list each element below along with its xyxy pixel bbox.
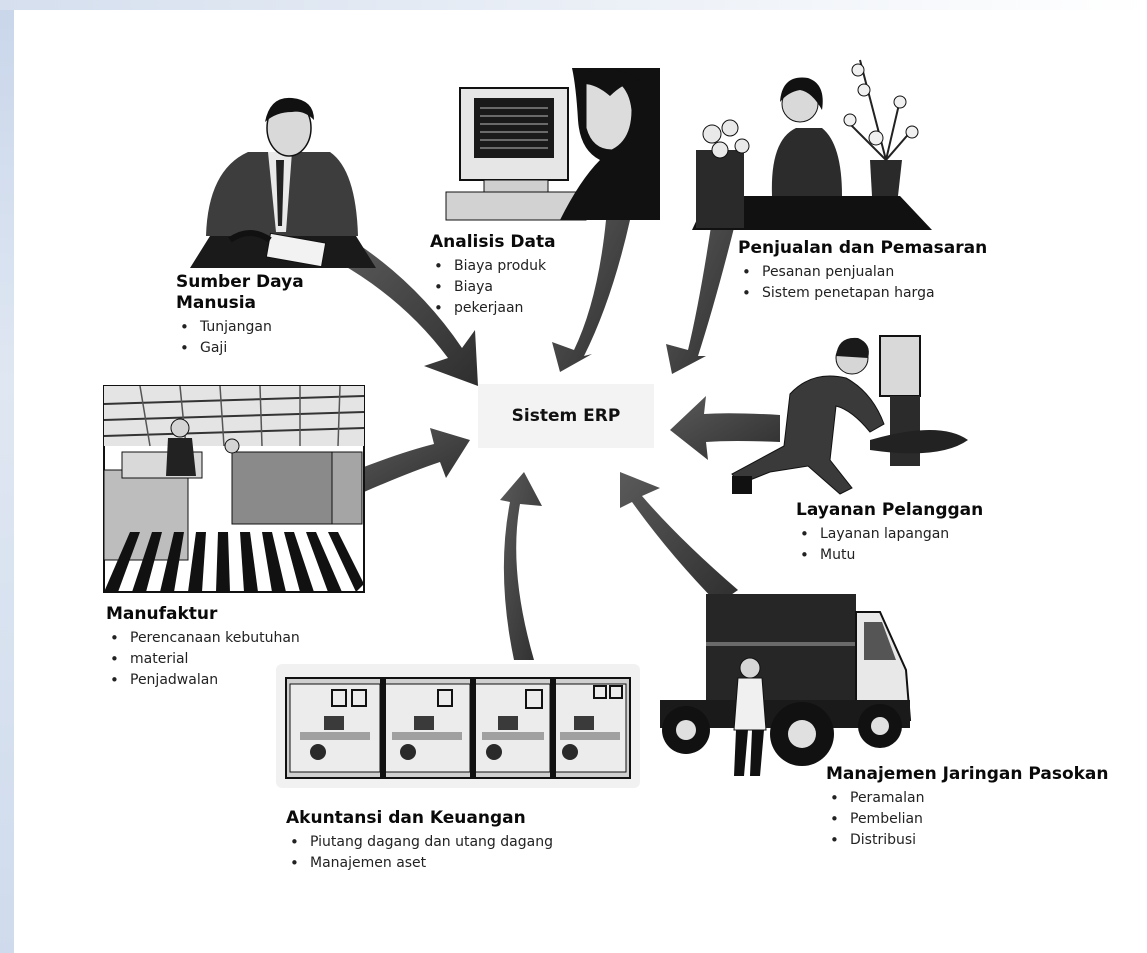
service-module: Layanan Pelanggan Layanan lapangan Mutu bbox=[796, 500, 983, 566]
accounting-module: Akuntansi dan Keuangan Piutang dagang da… bbox=[286, 808, 553, 874]
sales-items: Pesanan penjualan Sistem penetapan harga bbox=[738, 262, 987, 304]
sales-item: Pesanan penjualan bbox=[738, 262, 987, 283]
arrow-from-hr bbox=[338, 244, 478, 386]
arrow-from-supply bbox=[620, 472, 738, 604]
service-item: Layanan lapangan bbox=[796, 524, 983, 545]
data-items: Biaya produk Biaya pekerjaan bbox=[430, 256, 556, 319]
hr-item: Tunjangan bbox=[176, 317, 304, 338]
hr-illustration bbox=[190, 97, 376, 268]
supply-illustration bbox=[660, 594, 912, 776]
manufacturing-module: Manufaktur Perencanaan kebutuhan materia… bbox=[106, 604, 300, 691]
accounting-item: Piutang dagang dan utang dagang bbox=[286, 832, 553, 853]
arrow-from-data bbox=[552, 220, 630, 372]
data-item-continued: pekerjaan bbox=[430, 298, 556, 319]
accounting-title: Akuntansi dan Keuangan bbox=[286, 808, 526, 828]
erp-center-box: Sistem ERP bbox=[478, 384, 654, 448]
supply-item: Peramalan bbox=[826, 788, 1109, 809]
arrow-from-manufacturing bbox=[356, 428, 470, 492]
data-module: Analisis Data Biaya produk Biaya pekerja… bbox=[430, 232, 556, 319]
data-title: Analisis Data bbox=[430, 232, 556, 252]
supply-items: Peramalan Pembelian Distribusi bbox=[826, 788, 1109, 851]
service-item: Mutu bbox=[796, 545, 983, 566]
supply-item: Distribusi bbox=[826, 830, 1109, 851]
sales-illustration bbox=[692, 59, 932, 230]
hr-items: Tunjangan Gaji bbox=[176, 317, 304, 359]
service-items: Layanan lapangan Mutu bbox=[796, 524, 983, 566]
manufacturing-item: Penjadwalan bbox=[106, 670, 300, 691]
accounting-illustration bbox=[276, 664, 640, 788]
manufacturing-illustration bbox=[103, 385, 365, 593]
accounting-items: Piutang dagang dan utang dagang Manajeme… bbox=[286, 832, 553, 874]
data-item: Biaya produk bbox=[430, 256, 556, 277]
sales-item: Sistem penetapan harga bbox=[738, 283, 987, 304]
sales-title: Penjualan dan Pemasaran bbox=[738, 238, 988, 258]
hr-title-line1: Sumber Daya bbox=[176, 272, 304, 292]
arrow-from-accounting bbox=[500, 472, 542, 660]
service-title: Layanan Pelanggan bbox=[796, 500, 984, 520]
arrow-from-sales bbox=[666, 220, 736, 374]
hr-module: Sumber Daya Manusia Tunjangan Gaji bbox=[176, 272, 304, 359]
manufacturing-items: Perencanaan kebutuhan material Penjadwal… bbox=[106, 628, 300, 691]
hr-item: Gaji bbox=[176, 338, 304, 359]
manufacturing-item-continued: material bbox=[106, 649, 300, 670]
supply-module: Manajemen Jaringan Pasokan Peramalan Pem… bbox=[826, 764, 1109, 851]
supply-item: Pembelian bbox=[826, 809, 1109, 830]
service-illustration bbox=[731, 335, 968, 495]
supply-title: Manajemen Jaringan Pasokan bbox=[826, 764, 1109, 784]
slide-frame-top bbox=[0, 0, 1147, 10]
manufacturing-item: Perencanaan kebutuhan bbox=[106, 628, 300, 649]
data-item: Biaya bbox=[430, 277, 556, 298]
arrow-from-service bbox=[670, 396, 780, 460]
hr-title-line2: Manusia bbox=[176, 293, 257, 313]
slide-frame-left bbox=[0, 0, 14, 953]
accounting-item: Manajemen aset bbox=[286, 853, 553, 874]
erp-center-label: Sistem ERP bbox=[511, 406, 621, 426]
data-illustration bbox=[445, 68, 660, 221]
manufacturing-title: Manufaktur bbox=[106, 604, 218, 624]
sales-module: Penjualan dan Pemasaran Pesanan penjuala… bbox=[738, 238, 987, 304]
